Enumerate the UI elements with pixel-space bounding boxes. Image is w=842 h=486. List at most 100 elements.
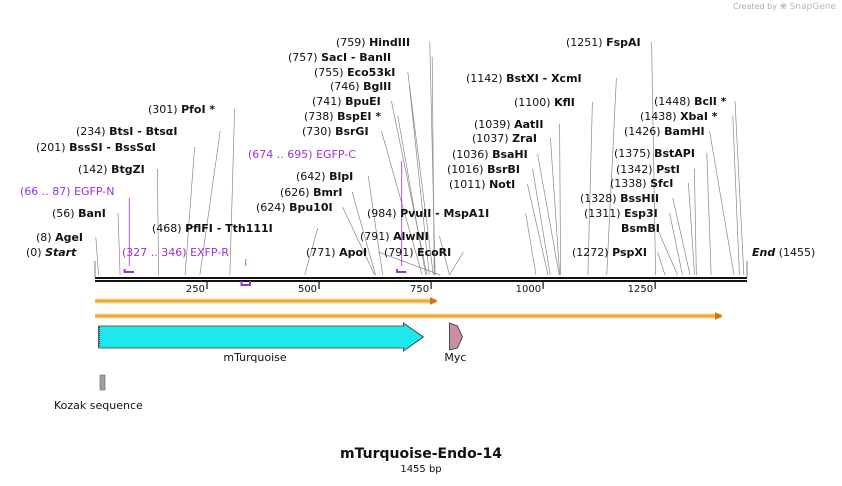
enzyme-label: (626) BmrI: [280, 186, 342, 199]
enzyme-connector-line: [606, 77, 617, 276]
enzyme-connector-line: [706, 152, 712, 276]
enzyme-name: AlwNI: [393, 230, 429, 243]
enzyme-site-bsrbi[interactable]: (1016) BsrBI: [447, 163, 520, 176]
backbone-bottom-strand: [95, 280, 747, 282]
enzyme-site-xbai[interactable]: (1438) XbaI *: [640, 110, 718, 123]
enzyme-position: (56): [52, 207, 78, 220]
enzyme-site-aatii[interactable]: (1039) AatII: [474, 118, 543, 131]
enzyme-site-bpuei[interactable]: (741) BpuEI: [312, 95, 381, 108]
enzyme-site-bstxi[interactable]: (1142) BstXI - XcmI: [466, 72, 582, 85]
enzyme-connector-line: [351, 191, 376, 276]
enzyme-label: (1142) BstXI - XcmI: [466, 72, 582, 85]
enzyme-connector-line: [449, 251, 464, 276]
enzyme-connector-line: [407, 71, 434, 276]
enzyme-position: (1328): [580, 192, 620, 205]
enzyme-site-hindiii[interactable]: (759) HindIII: [336, 36, 410, 49]
primer-exfp-r[interactable]: (327 .. 346) EXFP-R: [122, 246, 252, 286]
enzyme-label: (1426) BamHI: [624, 125, 705, 138]
enzyme-connector-line: [694, 168, 697, 276]
primer-label: (674 .. 695) EGFP-C: [248, 148, 356, 161]
enzyme-position: (738): [304, 110, 337, 123]
enzyme-connector-line: [367, 175, 384, 276]
enzyme-site-btgzi[interactable]: (142) BtgZI: [78, 163, 145, 176]
enzyme-site-pflfi[interactable]: (468) PflFI - Tth111I: [152, 222, 273, 235]
enzyme-label: (1438) XbaI *: [640, 110, 718, 123]
enzyme-position: (1037): [472, 132, 512, 145]
enzyme-position: (1036): [452, 148, 492, 161]
enzyme-name: Eco53kI: [347, 66, 395, 79]
enzyme-name: BanI: [78, 207, 106, 220]
snapgene-logo-icon: ❀: [779, 2, 788, 12]
enzyme-site-bstapi[interactable]: (1375) BstAPI: [614, 147, 695, 160]
enzyme-site-bpu10i[interactable]: (624) Bpu10I: [256, 201, 333, 214]
ruler-tick-label: 750: [410, 284, 429, 295]
enzyme-site-agei[interactable]: (8) AgeI: [36, 231, 83, 244]
enzyme-site-bsssi[interactable]: (201) BssSI - BssSαI: [36, 141, 156, 154]
enzyme-site-pvuii[interactable]: (984) PvuII - MspA1I: [367, 207, 489, 220]
enzyme-site-eco53ki[interactable]: (755) Eco53kI: [314, 66, 395, 79]
enzyme-connector-line: [672, 197, 691, 276]
enzyme-name: BssSI - BssSαI: [69, 141, 156, 154]
primer-egfp-c[interactable]: (674 .. 695) EGFP-C: [248, 148, 407, 273]
enzyme-site-noti[interactable]: (1011) NotI: [449, 178, 515, 191]
enzyme-name: FspAI: [606, 36, 641, 49]
enzyme-site-apoi[interactable]: (771) ApoI: [306, 246, 367, 259]
enzyme-site-kfli[interactable]: (1100) KflI: [514, 96, 575, 109]
enzyme-site-bani[interactable]: (56) BanI: [52, 207, 106, 220]
enzyme-site-bamhi[interactable]: (1426) BamHI: [624, 125, 705, 138]
enzyme-label: (738) BspEI *: [304, 110, 381, 123]
enzyme-name: BpuEI: [345, 95, 381, 108]
enzyme-site-btsi[interactable]: (234) BtsI - BtsαI: [76, 125, 177, 138]
enzyme-label: (8) AgeI: [36, 231, 83, 244]
feature-kozak-box[interactable]: [99, 374, 106, 391]
enzyme-name: KflI: [554, 96, 575, 109]
enzyme-site-bcli[interactable]: (1448) BclI *: [654, 95, 727, 108]
enzyme-connector-line: [439, 235, 450, 276]
enzyme-site-bspei[interactable]: (738) BspEI *: [304, 110, 381, 123]
enzyme-label: (1039) AatII: [474, 118, 543, 131]
enzyme-site-esp3i[interactable]: (1311) Esp3I: [584, 207, 658, 220]
enzyme-label: (1011) NotI: [449, 178, 515, 191]
enzyme-site-psti[interactable]: (1342) PstI: [616, 163, 680, 176]
enzyme-site-saci[interactable]: (757) SacI - BanII: [288, 51, 391, 64]
enzyme-connector-line: [525, 212, 537, 276]
primer-egfp-n[interactable]: (66 .. 87) EGFP-N: [20, 185, 134, 273]
enzyme-site-pfoi[interactable]: (301) PfoI *: [148, 103, 215, 116]
enzyme-site-bsmbi[interactable]: BsmBI: [621, 222, 660, 235]
enzyme-site-bsshii[interactable]: (1328) BssHII: [580, 192, 659, 205]
enzyme-site-fspai[interactable]: (1251) FspAI: [566, 36, 641, 49]
enzyme-site-bglii[interactable]: (746) BglII: [330, 80, 391, 93]
enzyme-name: BsrGI: [335, 125, 368, 138]
enzyme-connector-line: [378, 251, 441, 276]
enzyme-connector-line: [734, 100, 745, 276]
enzyme-label: (1448) BclI *: [654, 95, 727, 108]
enzyme-label: (1311) Esp3I: [584, 207, 658, 220]
enzyme-site-bsrgi[interactable]: (730) BsrGI: [302, 125, 369, 138]
enzyme-name: EcoRI: [417, 246, 451, 259]
enzyme-name: Esp3I: [624, 207, 658, 220]
feature-myc-tag[interactable]: [449, 322, 463, 351]
start-name: Start: [45, 246, 77, 259]
enzyme-position: (1011): [449, 178, 489, 191]
feature-mturquoise-arrow[interactable]: [98, 322, 425, 352]
enzyme-site-bsahi[interactable]: (1036) BsaHI: [452, 148, 528, 161]
enzyme-site-zrai[interactable]: (1037) ZraI: [472, 132, 537, 145]
enzyme-site-alwni[interactable]: (791) AlwNI: [360, 230, 429, 243]
end-name: End: [752, 246, 775, 259]
enzyme-site-pspxi[interactable]: (1272) PspXI: [572, 246, 647, 259]
created-by-text: Created by: [732, 2, 777, 11]
enzyme-site-ecori[interactable]: (791) EcoRI: [384, 246, 451, 259]
enzyme-site-blpi[interactable]: (642) BlpI: [296, 170, 353, 183]
enzyme-label: (1328) BssHII: [580, 192, 659, 205]
enzyme-name: PstI: [656, 163, 680, 176]
enzyme-label: (755) Eco53kI: [314, 66, 395, 79]
enzyme-connector-line: [651, 41, 656, 276]
enzyme-position: (730): [302, 125, 335, 138]
enzyme-position: (1251): [566, 36, 606, 49]
enzyme-connector-line: [657, 251, 666, 276]
enzyme-position: (642): [296, 170, 329, 183]
enzyme-site-bmri[interactable]: (626) BmrI: [280, 186, 342, 199]
enzyme-position: (1039): [474, 118, 514, 131]
enzyme-site-sfci[interactable]: (1338) SfcI: [610, 177, 673, 190]
enzyme-connector-line: [95, 236, 99, 276]
